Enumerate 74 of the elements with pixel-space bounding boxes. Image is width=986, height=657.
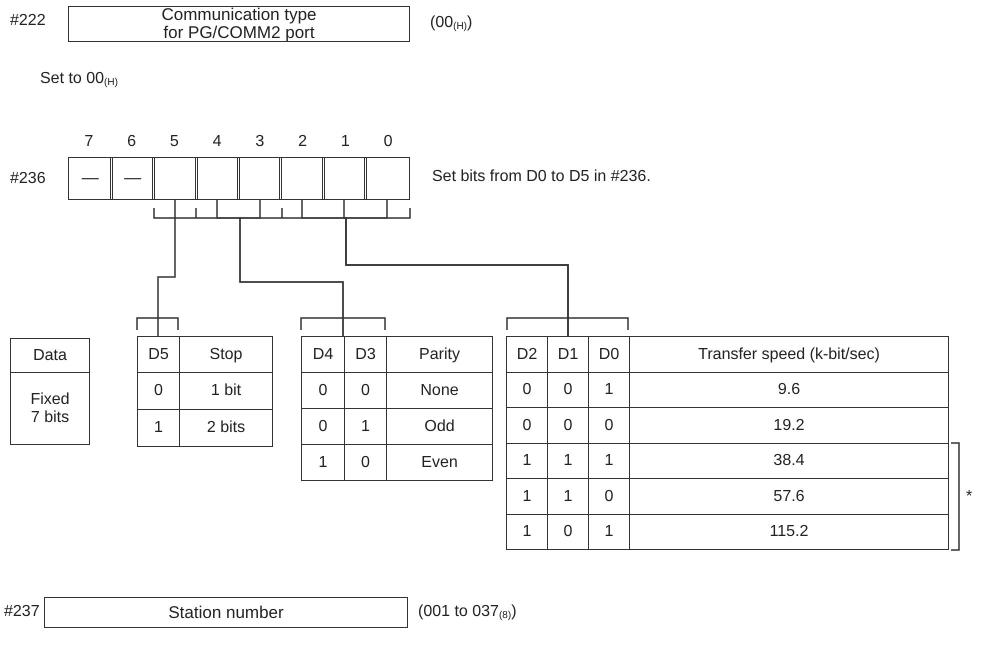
speed-table (506, 336, 949, 550)
bit-cell (279, 156, 325, 200)
table-value: 0 (506, 372, 548, 408)
bit-number: 3 (255, 133, 264, 151)
table-value: 1 (506, 514, 548, 550)
table-value: 1 bit (180, 372, 272, 410)
table-value: 115.2 (630, 514, 948, 550)
bit-number: 4 (212, 133, 222, 151)
bit-cell (194, 156, 240, 200)
stop-table (137, 336, 273, 447)
table-value: 0 (344, 444, 386, 480)
table-value: 0 (138, 372, 180, 410)
column-header: Transfer speed (k-bit/sec) (630, 336, 948, 372)
table-value: 1 (548, 478, 588, 514)
table-value: 0 (302, 408, 344, 444)
table-value: 38.4 (630, 444, 948, 478)
table-value: 2 bits (180, 410, 272, 446)
column-header: D4 (302, 336, 344, 372)
value-note: (001 to 037$_{(8)}$) (418, 603, 517, 621)
register-number: #237 (4, 603, 40, 621)
connector-line (157, 200, 176, 336)
table-value: 1 (302, 444, 344, 480)
column-header: D0 (588, 336, 630, 372)
register-number: #236 (10, 170, 46, 188)
bit-cell: — (110, 156, 156, 200)
column-header: D3 (344, 336, 386, 372)
table-value: 1 (138, 410, 180, 446)
bit-number: 1 (340, 133, 350, 151)
bit-number: 0 (384, 133, 393, 151)
table-value: 0 (506, 408, 548, 444)
footnote-mark: * (966, 488, 972, 506)
bit-cell (237, 156, 282, 200)
table-value: 0 (548, 408, 588, 444)
table-value: 1 (588, 444, 630, 478)
note-text: Set to 00$_{(H)}$ (40, 70, 118, 88)
register-box: Station number (44, 597, 408, 628)
table-value: 1 (344, 408, 386, 444)
table-value: 1 (548, 444, 588, 478)
column-header: Stop (180, 336, 272, 372)
table-value: 57.6 (630, 478, 948, 514)
table-value: 9.6 (630, 372, 948, 408)
table-value: 0 (548, 372, 588, 408)
register-box: Communication type for PG/COMM2 port (68, 6, 410, 42)
table-value: 1 (506, 444, 548, 478)
bit-number: 5 (170, 133, 179, 151)
parity-table (301, 336, 493, 481)
column-header: Parity (386, 336, 492, 372)
bit-number: 7 (84, 133, 94, 151)
table-value: 0 (302, 372, 344, 408)
table-value: 1 (506, 478, 548, 514)
column-header: D5 (138, 336, 180, 372)
bit-number: 6 (127, 133, 136, 151)
bit-cell (322, 156, 368, 200)
bit-number: 2 (298, 133, 308, 151)
register-number: #222 (10, 12, 46, 30)
value-note: (00$_{(H)}$) (430, 14, 472, 32)
table-value: Odd (386, 408, 492, 444)
note-text: Set bits from D0 to D5 in #236. (432, 168, 651, 186)
table-value: 19.2 (630, 408, 948, 444)
table-value: Even (386, 444, 492, 480)
column-header: D2 (506, 336, 548, 372)
table-value: 0 (548, 514, 588, 550)
table-value: Fixed 7 bits (10, 372, 90, 444)
table-value: 1 (588, 372, 630, 408)
table-value: None (386, 372, 492, 408)
table-value: 0 (344, 372, 386, 408)
bit-cell (152, 156, 198, 200)
data-table (10, 338, 90, 445)
column-header: D1 (548, 336, 588, 372)
connector-line (239, 200, 344, 336)
table-value: 0 (588, 408, 630, 444)
table-value: 0 (588, 478, 630, 514)
column-header: Data (10, 338, 90, 372)
table-value: 1 (588, 514, 630, 550)
